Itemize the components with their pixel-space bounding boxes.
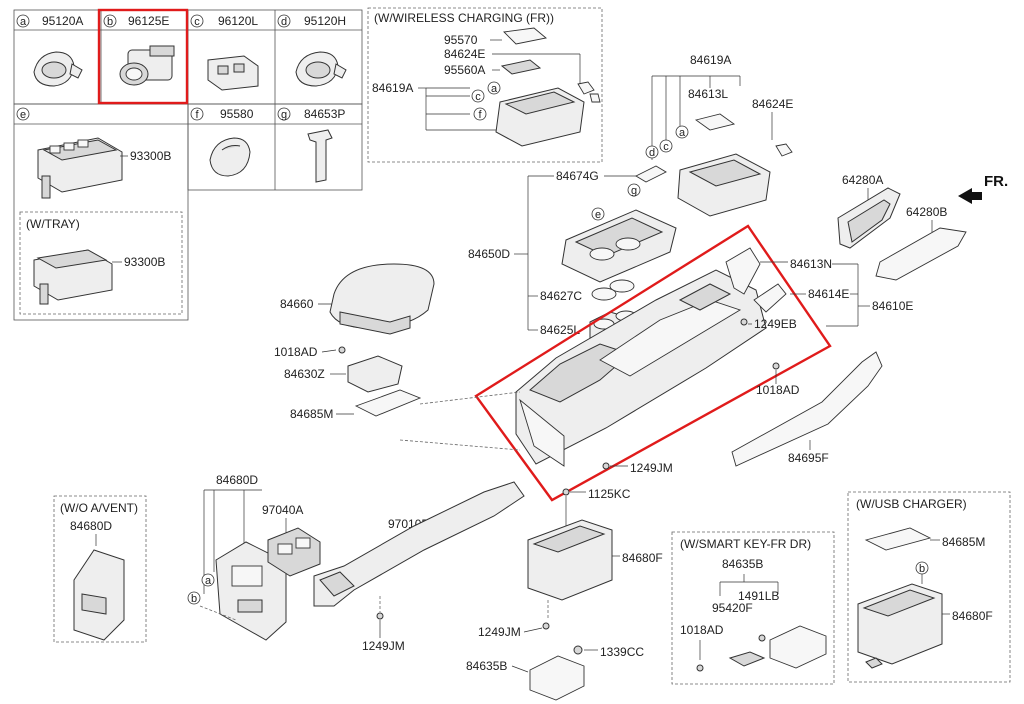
label-84680D: 84680D [216,473,258,487]
group-part-84613L: 84613L [688,87,728,101]
label-1249JM-c: 1249JM [478,625,521,639]
label-84695F: 84695F [788,451,829,465]
smartkey-title: (W/SMART KEY-FR DR) [680,537,811,551]
stack-callout-g: g [631,185,637,197]
label-84625L: 84625L [540,323,580,337]
highlight-main-console [474,224,832,502]
usb-part-84680F: 84680F [952,609,993,623]
usb-title: (W/USB CHARGER) [856,497,967,511]
cell-e-letter: e [20,109,26,121]
label-84650D: 84650D [468,247,510,261]
lower-panel-group: 84680D a b 97040A 97010B 1249JM [187,473,525,653]
side-trim: 84695F [731,351,883,467]
tray-part: 93300B [124,255,165,269]
usb-callout-b: b [919,563,925,575]
cell-f-letter: f [195,109,199,121]
tray-title: (W/TRAY) [26,217,80,231]
cell-b-part: 96125E [128,14,169,28]
label-84685M: 84685M [290,407,333,421]
console-bottom-fasteners: 1249JM 1125KC [562,461,673,526]
cell-a-letter: a [20,16,27,28]
wireless-charging-box: (W/WIRELESS CHARGING (FR)) 95570 84624E … [367,7,603,163]
stack-callout-e: e [595,209,601,221]
console-cover-group: 84619A 84613L 84624E a c d [645,53,793,217]
legend-cell-a: a 95120A [16,14,83,87]
label-1249EB: 1249EB [754,317,797,331]
console-right-labels: 84613N 84614E 84610E 1249EB 1018AD [740,257,913,397]
label-1249JM-b: 1249JM [362,639,405,653]
main-console-assembly [474,224,832,502]
label-84674G: 84674G [556,169,599,183]
label-84635B: 84635B [466,659,507,673]
label-84613N: 84613N [790,257,832,271]
label-84627C: 84627C [540,289,582,303]
legend-cell-e: e 93300B [16,107,171,199]
legend-cell-b: b 96125E [103,14,175,86]
cell-b-letter: b [107,16,113,28]
cell-g-part: 84653P [304,107,345,121]
wo-avent-box: (W/O A/VENT) 84680D [53,495,147,643]
wireless-callout-f: f [478,109,482,121]
cell-e-part: 93300B [130,149,171,163]
label-84660: 84660 [280,297,314,311]
highlight-cell-b [97,8,189,105]
storage-bin-group: 84680F 1249JM 1339CC 84635B [466,519,663,701]
legend-cell-f: f 95580 [190,107,254,177]
wireless-callout-a: a [491,83,498,95]
lower-callout-b: b [191,593,197,605]
wireless-part-95570: 95570 [444,33,478,47]
label-64280A: 64280A [842,173,883,187]
group-part-84619A: 84619A [690,53,731,67]
wireless-title: (W/WIRELESS CHARGING (FR)) [374,11,554,25]
smartkey-part-84635B: 84635B [722,557,763,571]
wireless-callout-c: c [475,91,481,103]
legend-cell-d: d 95120H [277,14,347,87]
tray-variant-box: (W/TRAY) 93300B [19,211,183,315]
smartkey-part-1491LB: 1491LB [738,589,779,603]
woavent-part: 84680D [70,519,112,533]
group-part-84624E: 84624E [752,97,793,111]
cell-c-part: 96120L [218,14,258,28]
wireless-part-84619A: 84619A [372,81,413,95]
label-84614E: 84614E [808,287,849,301]
front-direction-indicator: FR. [958,173,1008,204]
cell-d-part: 95120H [304,14,346,28]
cell-f-part: 95580 [220,107,254,121]
label-97040A: 97040A [262,503,303,517]
label-1249JM: 1249JM [630,461,673,475]
label-84680F: 84680F [622,551,663,565]
label-84610E: 84610E [872,299,913,313]
label-1339CC: 1339CC [600,645,644,659]
label-1018AD-right: 1018AD [756,383,800,397]
label-84630Z: 84630Z [284,367,325,381]
lower-callout-a: a [205,575,212,587]
label-64280B: 64280B [906,205,947,219]
parts-legend-grid: a 95120A b 96125E c 96120L d [13,8,363,321]
armrest-group: 84660 1018AD 84630Z 84685M [274,263,521,451]
cell-a-part: 95120A [42,14,83,28]
label-1018AD-left: 1018AD [274,345,318,359]
center-stack-labels: 84674G g e 84650D 84627C 84625L [468,165,677,347]
label-1125KC: 1125KC [588,487,631,501]
cell-d-letter: d [281,16,287,28]
smartkey-part-95420F: 95420F [712,601,753,615]
group-callout-c: c [663,141,669,153]
usb-part-84685M: 84685M [942,535,985,549]
front-label: FR. [984,173,1008,190]
woavent-title: (W/O A/VENT) [60,501,138,515]
cell-g-letter: g [281,109,287,121]
group-callout-a: a [679,127,686,139]
cell-c-letter: c [194,16,200,28]
legend-cell-g: g 84653P [277,107,345,183]
smart-key-box: (W/SMART KEY-FR DR) 84635B 1491LB 95420F… [671,531,835,685]
legend-cell-c: c 96120L [190,14,259,91]
smartkey-part-1018AD: 1018AD [680,623,724,637]
usb-charger-box: (W/USB CHARGER) 84685M b 84680F [847,491,1011,683]
wireless-part-95560A: 95560A [444,63,485,77]
wireless-part-84624E: 84624E [444,47,485,61]
group-callout-d: d [649,147,655,159]
front-arrow-icon [958,188,982,204]
side-panels: 64280A 64280B [837,173,967,281]
